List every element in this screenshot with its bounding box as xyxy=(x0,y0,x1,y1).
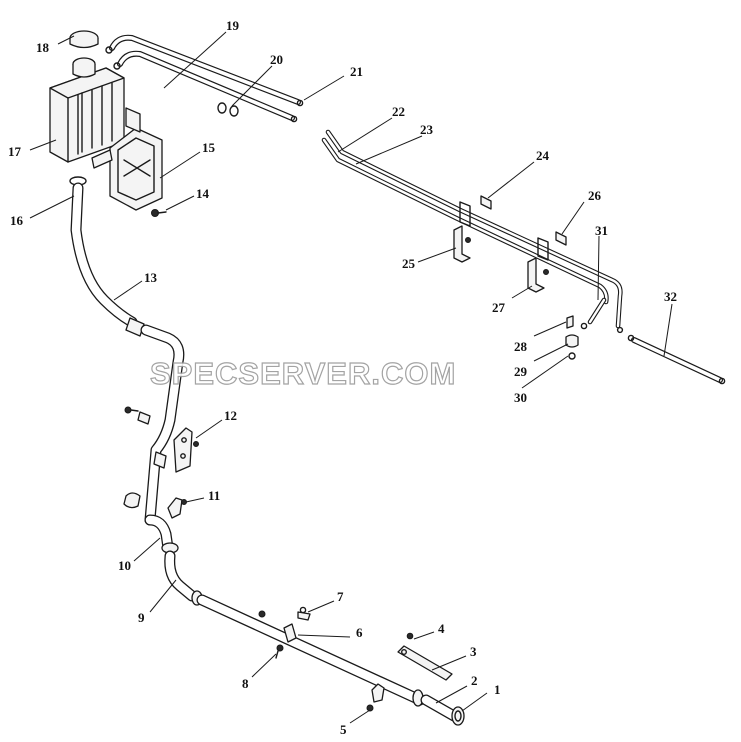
callout-12: 12 xyxy=(224,408,237,423)
callout-32: 32 xyxy=(664,289,677,304)
middle-hose xyxy=(140,324,185,526)
callout-8: 8 xyxy=(242,676,249,691)
callout-10: 10 xyxy=(118,558,131,573)
bottom-fasteners xyxy=(275,644,385,712)
callout-31: 31 xyxy=(595,223,608,238)
upper-return-pipes xyxy=(105,34,304,123)
watermark: SPECSERVER.COM xyxy=(150,356,456,391)
tank-bracket xyxy=(91,107,163,211)
callout-24: 24 xyxy=(536,148,550,163)
callout-3: 3 xyxy=(470,644,477,659)
callout-6: 6 xyxy=(356,625,363,640)
bracket-bolt xyxy=(151,209,167,217)
callout-29: 29 xyxy=(514,364,528,379)
tube-end-hose xyxy=(412,689,465,726)
callout-26: 26 xyxy=(588,188,602,203)
callout-4: 4 xyxy=(438,621,445,636)
hose-side-fittings xyxy=(123,406,151,509)
callout-5: 5 xyxy=(340,722,347,737)
tank-hose xyxy=(69,176,138,328)
pipe-clamps xyxy=(217,102,239,117)
tank-cap xyxy=(69,30,99,49)
long-bleed-pipes xyxy=(321,129,623,329)
callout-7: 7 xyxy=(337,589,344,604)
callout-16: 16 xyxy=(10,213,24,228)
lower-elbow-hose xyxy=(144,514,203,606)
pipe-holders xyxy=(453,225,549,293)
callout-28: 28 xyxy=(514,339,528,354)
callout-11: 11 xyxy=(208,488,220,503)
callout-17: 17 xyxy=(8,144,22,159)
main-tube xyxy=(196,594,426,706)
callout-1: 1 xyxy=(494,682,501,697)
lower-hose-bracket xyxy=(167,497,187,519)
callout-labels: 1 2 3 4 5 6 7 8 9 10 11 12 13 14 15 16 1… xyxy=(8,18,677,737)
callout-13: 13 xyxy=(144,270,158,285)
callout-9: 9 xyxy=(138,610,145,625)
callout-2: 2 xyxy=(471,673,478,688)
short-straight-pipe xyxy=(627,334,726,385)
hose-clamp xyxy=(125,317,145,337)
support-strap xyxy=(397,632,453,681)
callout-15: 15 xyxy=(202,140,216,155)
leader-lines xyxy=(29,31,673,724)
callout-21: 21 xyxy=(350,64,363,79)
callout-18: 18 xyxy=(36,40,50,55)
upper-hose-bracket xyxy=(173,427,199,473)
expansion-tank xyxy=(49,57,125,163)
callout-23: 23 xyxy=(420,122,434,137)
callout-20: 20 xyxy=(270,52,283,67)
callout-27: 27 xyxy=(492,300,506,315)
bleed-valve-parts xyxy=(565,297,624,360)
callout-22: 22 xyxy=(392,104,405,119)
callout-30: 30 xyxy=(514,390,527,405)
callout-25: 25 xyxy=(402,256,416,271)
callout-14: 14 xyxy=(196,186,210,201)
pipe-fittings xyxy=(480,195,567,246)
callout-19: 19 xyxy=(226,18,240,33)
